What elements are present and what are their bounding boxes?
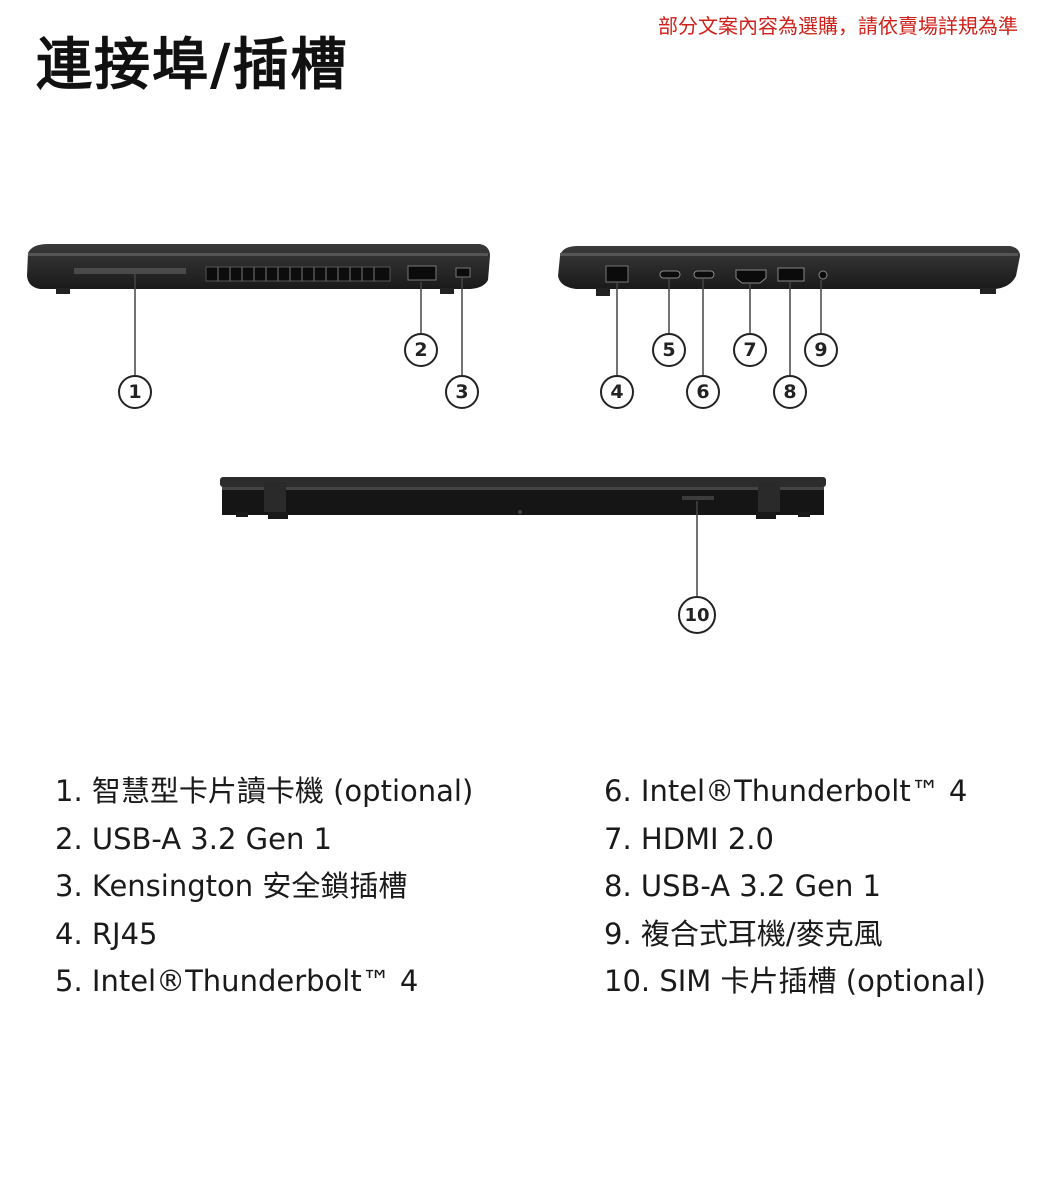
port-item-8: 8. USB-A 3.2 Gen 1	[604, 869, 882, 903]
port-item-9: 9. 複合式耳機/麥克風	[604, 916, 883, 951]
port-item-6: 6. Intel®Thunderbolt™ 4	[604, 774, 968, 808]
audio-jack	[818, 270, 828, 280]
port-item-2: 2. USB-A 3.2 Gen 1	[55, 821, 333, 856]
callout-9: 9	[804, 333, 838, 367]
callout-1: 1	[118, 375, 152, 409]
vent-grille	[205, 266, 391, 282]
port-item-5: 5. Intel®Thunderbolt™ 4	[55, 964, 419, 998]
sim-card-slot	[682, 496, 714, 500]
port-item-1: 1. 智慧型卡片讀卡機 (optional)	[55, 774, 474, 808]
laptop-left-side-view	[27, 244, 490, 294]
callout-7: 7	[733, 333, 767, 367]
port-item-7: 7. HDMI 2.0	[604, 821, 774, 856]
callout-6: 6	[686, 375, 720, 409]
laptop-ports-diagram	[27, 244, 1020, 596]
callout-4: 4	[600, 375, 634, 409]
callout-2: 2	[404, 333, 438, 367]
usb-a-port-right	[777, 267, 805, 282]
laptop-right-side-view	[558, 246, 1020, 296]
callout-8: 8	[773, 375, 807, 409]
ports-list-left: 1. 智慧型卡片讀卡機 (optional) 2. USB-A 3.2 Gen …	[55, 768, 473, 1006]
port-item-10: 10. SIM 卡片插槽 (optional)	[604, 964, 986, 998]
ports-list-right: 6. Intel®Thunderbolt™ 4 7. HDMI 2.0 8. U…	[604, 768, 986, 1006]
thunderbolt-port-2	[693, 270, 715, 279]
page-title: 連接埠/插槽	[36, 33, 349, 98]
thunderbolt-port-1	[659, 270, 681, 279]
port-item-4: 4. RJ45	[55, 916, 158, 951]
port-item-3: 3. Kensington 安全鎖插槽	[55, 869, 408, 903]
usb-a-port-left	[407, 265, 437, 281]
leader-lines	[134, 274, 822, 596]
callout-5: 5	[652, 333, 686, 367]
callout-10: 10	[678, 596, 716, 634]
callout-3: 3	[445, 375, 479, 409]
hdmi-port	[735, 269, 767, 284]
smart-card-slot	[74, 268, 186, 274]
kensington-slot	[455, 267, 471, 278]
rj45-port	[605, 265, 629, 283]
laptop-rear-view	[220, 477, 826, 519]
optional-notice: 部分文案內容為選購，請依賣場詳規為準	[658, 14, 1018, 38]
